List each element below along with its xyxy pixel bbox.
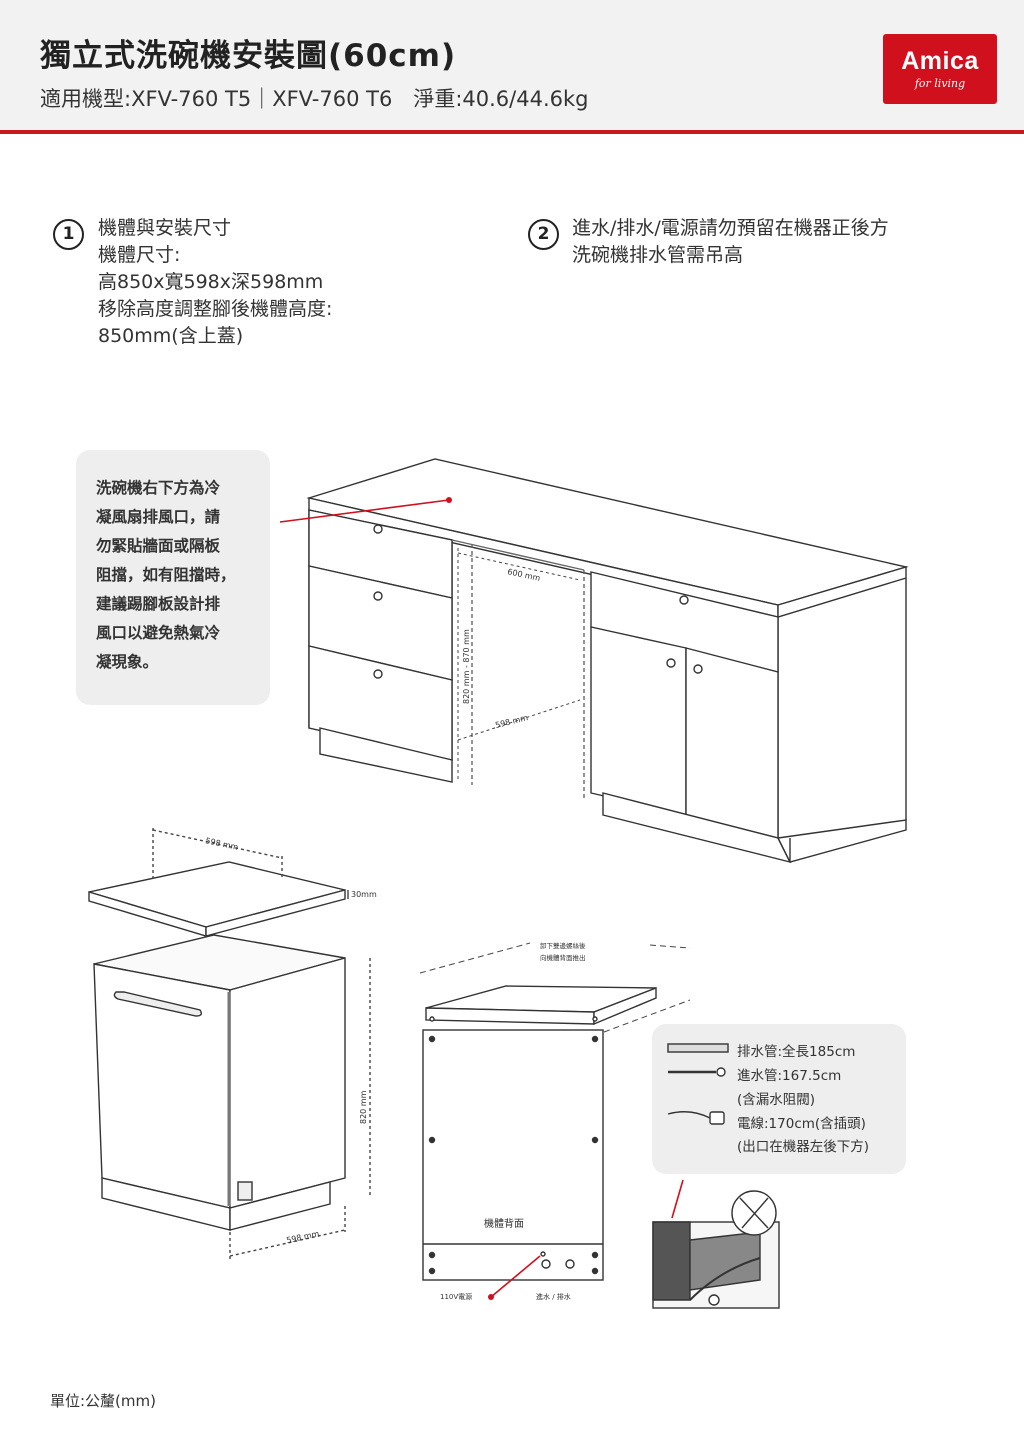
section-2-line: 洗碗機排水管需吊高 — [572, 244, 744, 266]
remove-note-line-1: 卸下雙邊螺絲後 — [540, 941, 586, 950]
callout-pointer-dot — [446, 497, 452, 503]
pipes-pointer-line — [671, 1179, 684, 1219]
power-pointer-line — [490, 1255, 541, 1298]
dishwasher-drawing — [88, 828, 371, 1260]
page-header: 獨立式洗碗機安裝圖(60cm) 適用機型:XFV-760 T5｜XFV-760 … — [0, 0, 1024, 134]
callout-line: 勿緊貼牆面或隔板 — [96, 537, 221, 555]
model-subtitle: 適用機型:XFV-760 T5｜XFV-760 T6 淨重:40.6/44.6k… — [40, 87, 589, 111]
section-1-line: 機體與安裝尺寸 — [98, 217, 232, 239]
section-1-number: 1 — [53, 219, 84, 250]
unit-footnote: 單位:公釐(mm) — [50, 1392, 156, 1410]
section-2-text: 進水/排水/電源請勿預留在機器正後方 洗碗機排水管需吊高 — [572, 215, 889, 269]
niche-height-label: 820 mm - 870 mm — [462, 629, 471, 704]
amica-logo: Amica for living — [883, 34, 997, 104]
top-width-label: 598 mm — [205, 836, 240, 852]
callout-line: 凝現象。 — [96, 653, 159, 671]
back-view-label: 機體背面 — [484, 1217, 524, 1230]
top-thickness-label: 30mm — [351, 890, 377, 899]
section-2-number: 2 — [528, 219, 559, 250]
section-1-line: 850mm(含上蓋) — [98, 325, 244, 347]
page-title: 獨立式洗碗機安裝圖(60cm) — [40, 38, 457, 74]
callout-pointer-line — [279, 499, 450, 523]
power-cord-note: (出口在機器左後下方) — [737, 1139, 870, 1155]
section-2-line: 進水/排水/電源請勿預留在機器正後方 — [572, 217, 889, 239]
section-1-line: 移除高度調整腳後機體高度: — [98, 298, 333, 320]
body-height-label: 820 mm — [359, 1090, 368, 1124]
niche-dimension-lines — [457, 548, 581, 780]
kitchen-cabinet-drawing — [306, 458, 909, 864]
power-label: 110V電源 — [440, 1292, 472, 1301]
power-cord-text: 電線:170cm(含插頭) — [737, 1116, 866, 1132]
drain-hose-text: 排水管:全長185cm — [737, 1044, 856, 1060]
niche-width-label: 600 mm — [507, 567, 542, 583]
niche-depth-label: 598 mm — [494, 713, 529, 730]
callout-line: 建議踢腳板設計排 — [96, 595, 221, 613]
remove-note-line-2: 向機體背面推出 — [540, 953, 586, 962]
body-depth-label: 598 mm — [286, 1229, 321, 1245]
condensation-note-callout: 洗碗機右下方為冷 凝風扇排風口，請 勿緊貼牆面或隔板 阻擋，如有阻擋時， 建議踢… — [76, 450, 270, 705]
water-label: 進水 / 排水 — [536, 1292, 571, 1301]
drain-hose-icon — [667, 1043, 729, 1053]
callout-line: 風口以避免熱氣冷 — [96, 624, 221, 642]
callout-line: 洗碗機右下方為冷 — [96, 479, 221, 497]
slide-out-arrows — [419, 942, 691, 1033]
inlet-hose-note: (含漏水阻閥) — [737, 1092, 816, 1108]
section-1-text: 機體與安裝尺寸 機體尺寸: 高850x寬598x深598mm 移除高度調整腳後機… — [98, 215, 332, 350]
logo-tagline: for living — [914, 77, 966, 90]
accessory-icons — [667, 1043, 729, 1125]
callout-line: 凝風扇排風口，請 — [96, 508, 221, 526]
section-1-line: 機體尺寸: — [98, 244, 181, 266]
logo-brand: Amica — [901, 47, 979, 75]
power-pointer-dot — [488, 1294, 494, 1300]
back-outlet-detail — [652, 1190, 780, 1309]
inlet-hose-text: 進水管:167.5cm — [737, 1068, 842, 1084]
callout-line: 阻擋，如有阻擋時， — [96, 566, 236, 584]
section-1-line: 高850x寬598x深598mm — [98, 271, 324, 293]
dishwasher-back-view — [422, 985, 657, 1281]
